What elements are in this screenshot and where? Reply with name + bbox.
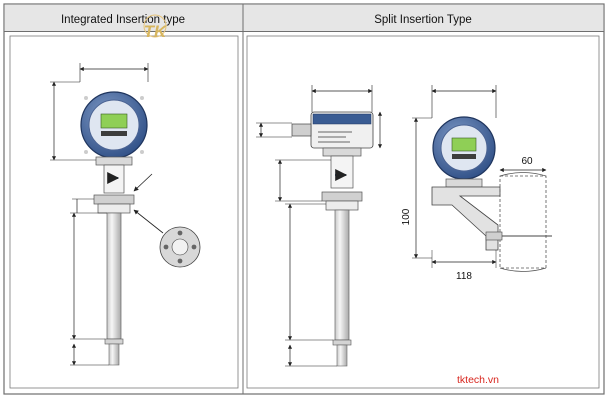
dimension-bracket-width: 60	[521, 156, 533, 167]
logo-watermark: TK	[143, 14, 168, 41]
left-panel-border	[9, 35, 239, 389]
split-probe	[334, 209, 350, 341]
mount-pipe	[499, 175, 547, 269]
right-column-title: Split Insertion Type	[374, 14, 472, 26]
lcd-display	[100, 113, 128, 129]
dimension-bracket-height: 100	[401, 208, 412, 225]
split-sensor-unit	[256, 85, 383, 367]
flange	[93, 194, 135, 205]
logo-text: TK	[144, 22, 168, 41]
insertion-probe	[106, 212, 122, 340]
integrated-insertion-meter	[50, 63, 201, 366]
dimension-mount-width: 118	[456, 271, 472, 282]
mount-bracket	[431, 186, 501, 251]
left-column-title: Integrated Insertion type	[61, 14, 185, 26]
wall-mount-transmitter: 60 100 118	[401, 85, 552, 282]
remote-lcd	[451, 137, 477, 152]
right-panel-border	[246, 35, 600, 389]
header-row	[4, 4, 604, 32]
site-watermark: tktech.vn	[457, 374, 499, 386]
